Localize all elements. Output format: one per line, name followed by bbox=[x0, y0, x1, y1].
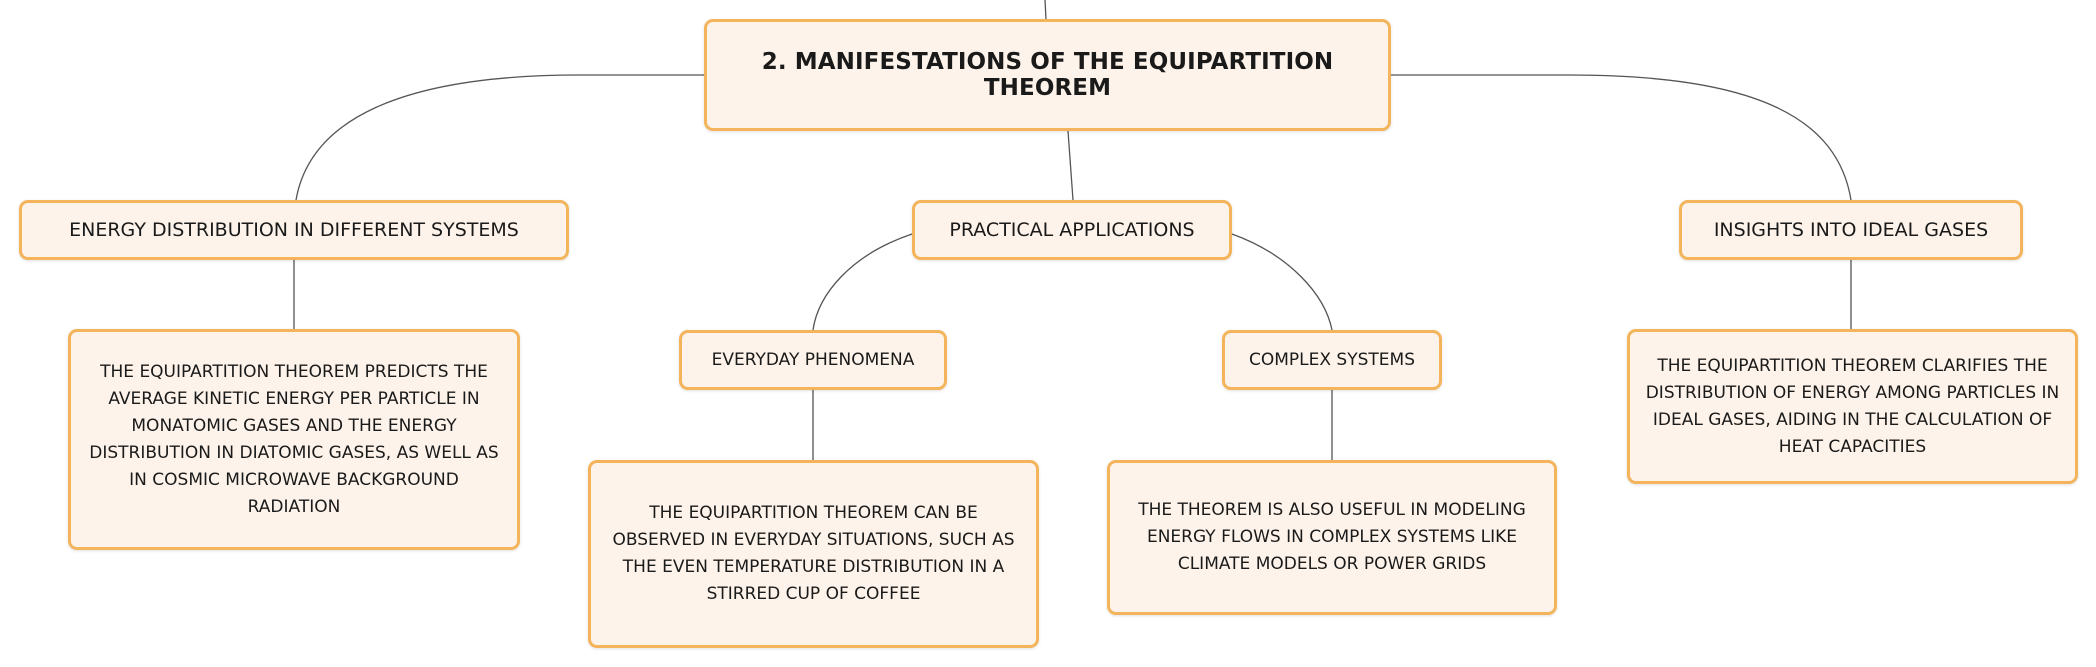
topic-energy-distribution-label: ENERGY DISTRIBUTION IN DIFFERENT SYSTEMS bbox=[69, 219, 519, 241]
connector-root-to-energy bbox=[295, 74, 704, 201]
root-topic-node[interactable]: 2. MANIFESTATIONS OF THE EQUIPARTITION T… bbox=[704, 19, 1391, 131]
topic-practical-applications[interactable]: PRACTICAL APPLICATIONS bbox=[912, 200, 1232, 260]
topic-practical-applications-label: PRACTICAL APPLICATIONS bbox=[949, 219, 1195, 241]
connector-practical-to-everyday bbox=[812, 233, 913, 331]
detail-energy-distribution-text: THE EQUIPARTITION THEOREM PREDICTS THE A… bbox=[89, 361, 499, 517]
detail-ideal-gases-text: THE EQUIPARTITION THEOREM CLARIFIES THE … bbox=[1645, 355, 2060, 457]
connector-root-to-practical bbox=[1067, 130, 1074, 201]
root-topic-label: 2. MANIFESTATIONS OF THE EQUIPARTITION T… bbox=[761, 49, 1334, 101]
connector-practical-to-complex bbox=[1231, 233, 1333, 331]
detail-complex-systems-text: THE THEOREM IS ALSO USEFUL IN MODELING E… bbox=[1138, 500, 1526, 574]
detail-ideal-gases[interactable]: THE EQUIPARTITION THEOREM CLARIFIES THE … bbox=[1627, 329, 2078, 484]
connector-root-to-ideal bbox=[1391, 74, 1852, 201]
detail-everyday-phenomena[interactable]: THE EQUIPARTITION THEOREM CAN BE OBSERVE… bbox=[588, 460, 1039, 648]
topic-energy-distribution[interactable]: ENERGY DISTRIBUTION IN DIFFERENT SYSTEMS bbox=[19, 200, 569, 260]
subtopic-complex-systems[interactable]: COMPLEX SYSTEMS bbox=[1222, 330, 1442, 390]
connector-parent-to-root bbox=[1044, 0, 1047, 20]
topic-ideal-gases[interactable]: INSIGHTS INTO IDEAL GASES bbox=[1679, 200, 2023, 260]
detail-complex-systems[interactable]: THE THEOREM IS ALSO USEFUL IN MODELING E… bbox=[1107, 460, 1557, 615]
topic-ideal-gases-label: INSIGHTS INTO IDEAL GASES bbox=[1713, 219, 1989, 241]
subtopic-complex-systems-label: COMPLEX SYSTEMS bbox=[1249, 350, 1415, 370]
subtopic-everyday-phenomena-label: EVERYDAY PHENOMENA bbox=[711, 350, 915, 370]
detail-everyday-phenomena-text: THE EQUIPARTITION THEOREM CAN BE OBSERVE… bbox=[612, 503, 1015, 604]
subtopic-everyday-phenomena[interactable]: EVERYDAY PHENOMENA bbox=[679, 330, 947, 390]
detail-energy-distribution[interactable]: THE EQUIPARTITION THEOREM PREDICTS THE A… bbox=[68, 329, 520, 550]
